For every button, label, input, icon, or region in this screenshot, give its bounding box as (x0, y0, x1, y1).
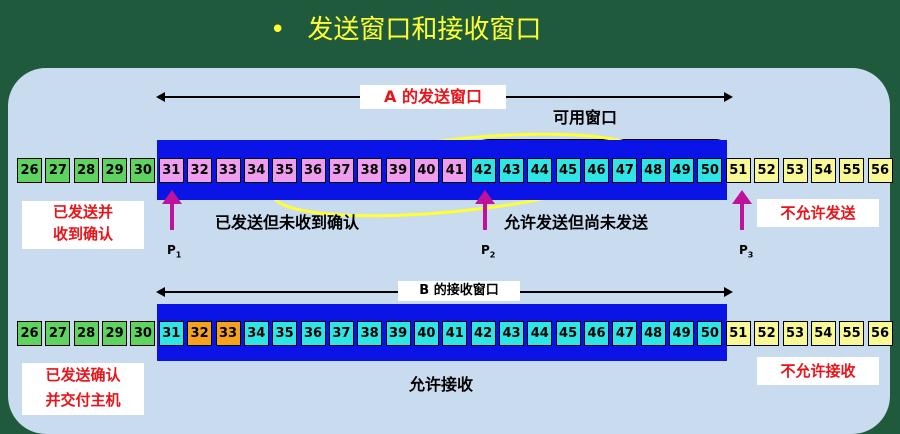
receiver-cell-27: 27 (45, 321, 71, 346)
sender-cell-30: 30 (130, 158, 156, 183)
sender-cell-44: 44 (527, 158, 553, 183)
receiver-cell-38: 38 (357, 321, 383, 346)
sender-cell-28: 28 (73, 158, 99, 183)
title-text: 发送窗口和接收窗口 (307, 15, 542, 45)
receiver-cell-51: 51 (725, 321, 751, 346)
sender-cell-50: 50 (697, 158, 723, 183)
receiver-cell-49: 49 (669, 321, 695, 346)
sender-left-note-line-1: 已发送并 (52, 203, 113, 221)
sender-cell-29: 29 (102, 158, 128, 183)
sender-cell-26: 26 (17, 158, 42, 183)
receiver-cell-50: 50 (697, 321, 723, 346)
receiver-cell-43: 43 (499, 321, 524, 346)
receiver-middle-note: 允许接收 (409, 375, 474, 394)
pointer-p1-arrow (162, 190, 182, 230)
receiver-window-arrow-left (156, 287, 165, 297)
receiver-left-note-line-2: 并交付主机 (45, 391, 121, 409)
sender-cell-39: 39 (385, 158, 411, 183)
sender-cell-34: 34 (243, 158, 269, 183)
receiver-left-note: 已发送确认 并交付主机 (22, 363, 144, 415)
receiver-cell-39: 39 (385, 321, 411, 346)
sender-right-note: 不允许发送 (757, 199, 879, 227)
receiver-cell-45: 45 (555, 321, 581, 346)
pointer-p2-arrow (475, 190, 495, 230)
receiver-cell-46: 46 (584, 321, 609, 346)
sender-window-label: A 的发送窗口 (360, 85, 506, 109)
receiver-cell-34: 34 (243, 321, 269, 346)
pointer-p1-label: P1 (167, 243, 182, 260)
sender-cell-52: 52 (754, 158, 780, 183)
receiver-cell-55: 55 (839, 321, 865, 346)
receiver-cell-48: 48 (640, 321, 666, 346)
receiver-cell-56: 56 (867, 321, 893, 346)
sender-cell-48: 48 (640, 158, 666, 183)
title-bullet: • (270, 15, 286, 45)
sender-cell-55: 55 (839, 158, 865, 183)
receiver-cell-53: 53 (782, 321, 808, 346)
receiver-cell-28: 28 (73, 321, 99, 346)
sender-cell-33: 33 (215, 158, 241, 183)
sender-cell-54: 54 (810, 158, 836, 183)
receiver-right-note: 不允许接收 (757, 357, 879, 385)
sender-cell-41: 41 (442, 158, 468, 183)
pointer-p3-label: P3 (739, 243, 754, 260)
receiver-cell-32: 32 (187, 321, 213, 346)
sender-cell-42: 42 (470, 158, 496, 183)
sender-middle-note-allowed: 允许发送但尚未发送 (504, 213, 649, 232)
receiver-cell-37: 37 (328, 321, 354, 346)
sender-cell-36: 36 (300, 158, 326, 183)
receiver-window-label: B 的接收窗口 (398, 281, 520, 301)
sender-cell-32: 32 (187, 158, 213, 183)
receiver-window-arrow-right (724, 287, 733, 297)
sender-window-arrow-right (724, 92, 733, 102)
pointer-p3-arrow (732, 190, 752, 230)
receiver-cell-52: 52 (754, 321, 780, 346)
sender-cell-43: 43 (499, 158, 524, 183)
receiver-cell-41: 41 (442, 321, 468, 346)
sender-cell-37: 37 (328, 158, 354, 183)
receiver-cell-26: 26 (17, 321, 42, 346)
receiver-left-note-line-1: 已发送确认 (45, 366, 121, 384)
sender-cell-56: 56 (867, 158, 893, 183)
receiver-cell-44: 44 (527, 321, 553, 346)
receiver-cell-30: 30 (130, 321, 156, 346)
receiver-cell-36: 36 (300, 321, 326, 346)
sender-cell-35: 35 (272, 158, 298, 183)
receiver-cell-47: 47 (612, 321, 638, 346)
sender-cell-31: 31 (158, 158, 184, 183)
sender-window-arrow-left (156, 92, 165, 102)
receiver-cell-29: 29 (102, 321, 128, 346)
receiver-cell-33: 33 (215, 321, 241, 346)
sender-cell-40: 40 (413, 158, 439, 183)
sender-middle-note-sent: 已发送但未收到确认 (215, 213, 360, 232)
receiver-cell-31: 31 (158, 321, 184, 346)
sender-cell-38: 38 (357, 158, 383, 183)
receiver-cell-54: 54 (810, 321, 836, 346)
usable-window-label: 可用窗口 (553, 108, 618, 127)
sender-cell-47: 47 (612, 158, 638, 183)
sender-cell-51: 51 (725, 158, 751, 183)
receiver-cell-35: 35 (272, 321, 298, 346)
pointer-p2-label: P2 (481, 243, 496, 260)
receiver-cell-42: 42 (470, 321, 496, 346)
sender-cell-46: 46 (584, 158, 609, 183)
sender-cell-45: 45 (555, 158, 581, 183)
sender-cell-27: 27 (45, 158, 71, 183)
sender-left-note-line-2: 收到确认 (52, 225, 113, 243)
sender-cell-49: 49 (669, 158, 695, 183)
sender-left-note: 已发送并 收到确认 (22, 201, 144, 249)
page-title: • 发送窗口和接收窗口 (270, 10, 541, 50)
sender-cell-53: 53 (782, 158, 808, 183)
receiver-cell-40: 40 (413, 321, 439, 346)
diagram-panel (8, 68, 890, 434)
